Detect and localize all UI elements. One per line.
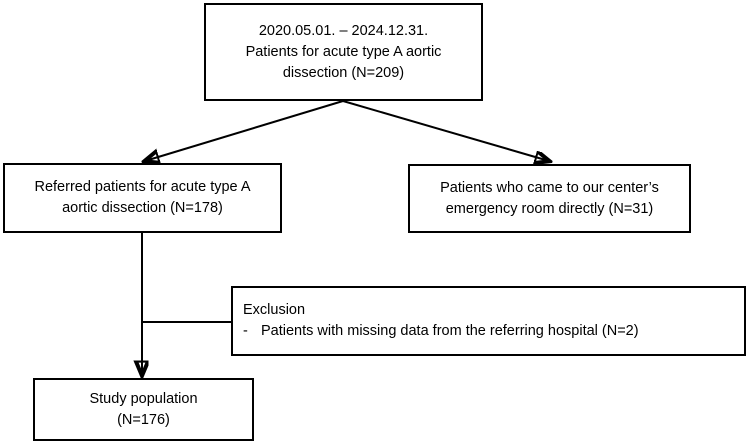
node-cohort-line-3: dissection (N=209): [282, 64, 405, 81]
node-direct-arrivals: Patients who came to our center’s emerge…: [408, 164, 691, 233]
node-direct-line-2: emergency room directly (N=31): [445, 200, 654, 217]
node-cohort-line-2: Patients for acute type A aortic: [245, 43, 442, 60]
node-exclusion-text: Exclusion -Patients with missing data fr…: [233, 300, 744, 342]
node-referred-patients: Referred patients for acute type A aorti…: [3, 163, 282, 233]
node-referred-line-1: Referred patients for acute type A: [34, 179, 251, 195]
bullet-dash-icon: -: [243, 323, 248, 339]
node-cohort-line-1: 2020.05.01. – 2024.12.31.: [258, 22, 429, 39]
node-cohort-text: 2020.05.01. – 2024.12.31. Patients for a…: [206, 21, 481, 84]
node-study-line-2: (N=176): [117, 411, 170, 428]
node-exclusion: Exclusion -Patients with missing data fr…: [231, 286, 746, 356]
node-study-text: Study population (N=176): [35, 389, 252, 431]
node-referred-text: Referred patients for acute type A aorti…: [5, 177, 280, 219]
edge-cohort-to-direct: [342, 100, 549, 161]
node-referred-line-2: aortic dissection (N=178): [62, 200, 223, 216]
node-direct-text: Patients who came to our center’s emerge…: [410, 178, 689, 220]
node-study-population: Study population (N=176): [33, 378, 254, 441]
node-exclusion-bullet-text: Patients with missing data from the refe…: [261, 323, 639, 339]
edge-cohort-to-referred: [145, 100, 344, 161]
node-exclusion-heading: Exclusion: [243, 302, 306, 318]
node-exclusion-bullet-row: -Patients with missing data from the ref…: [243, 321, 744, 342]
node-cohort: 2020.05.01. – 2024.12.31. Patients for a…: [204, 3, 483, 101]
node-direct-line-1: Patients who came to our center’s: [440, 179, 659, 196]
node-study-line-1: Study population: [89, 390, 198, 407]
